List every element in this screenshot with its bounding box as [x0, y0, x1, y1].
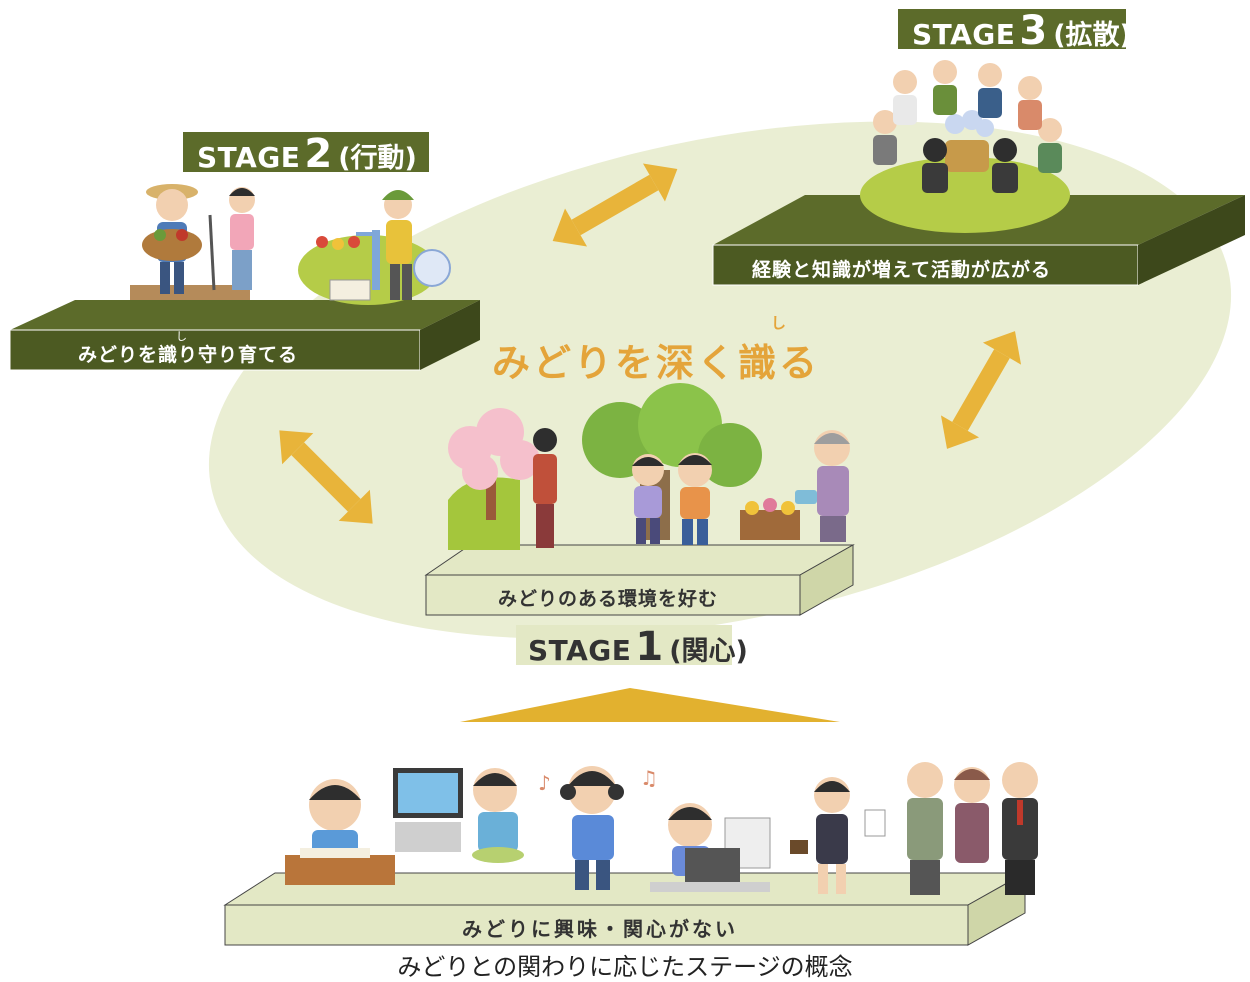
stage-word: STAGE: [528, 634, 632, 667]
gaming-boy-icon: [393, 768, 524, 863]
stage3-platform-text: 経験と知識が増えて活動が広がる: [752, 259, 1052, 281]
center-ruby: し: [771, 314, 787, 332]
base-platform-text: みどりに興味・関心がない: [462, 917, 738, 941]
stage1-platform-text: みどりのある環境を好む: [498, 588, 719, 610]
stage-word: STAGE: [912, 18, 1016, 51]
stage-paren: (関心): [669, 636, 748, 667]
stage-number: 2: [304, 131, 333, 177]
stage-word: STAGE: [197, 141, 301, 174]
stage-paren: (行動): [338, 143, 417, 174]
stage2-ruby: し: [176, 330, 187, 343]
busy-woman-icon: [790, 777, 886, 894]
figure-caption: みどりとの関わりに応じたステージの概念: [397, 953, 853, 981]
svg-text:♫: ♫: [640, 766, 658, 790]
double-arrow-icon: [279, 430, 373, 524]
stage1-label: STAGE 1 (関心): [516, 624, 748, 670]
upward-triangle-icon: [460, 688, 840, 722]
discussion-group-icon: [860, 60, 1070, 233]
svg-text:♪: ♪: [538, 771, 551, 795]
elderly-group-icon: [907, 762, 1038, 895]
double-arrow-icon: [940, 331, 1022, 449]
music-boy-icon: ♪ ♫: [538, 766, 658, 890]
office-worker-icon: [650, 803, 771, 892]
center-phrase: みどりを深く識る: [492, 341, 821, 385]
stage-paren: (拡散): [1053, 20, 1132, 51]
studying-boy-icon: [285, 779, 395, 885]
farmers-icon: [130, 184, 255, 300]
stage1-platform: [424, 544, 855, 616]
stage-number: 1: [635, 624, 664, 670]
stage-number: 3: [1019, 8, 1048, 54]
stage2-platform: [9, 300, 480, 371]
double-arrow-icon: [552, 163, 678, 247]
gardener-icon: [298, 190, 451, 305]
stage2-platform-text: みどりを識り守り育てる: [78, 344, 299, 366]
cherry-tree-icon: [448, 408, 557, 550]
stage2-label: STAGE 2 (行動): [183, 131, 429, 177]
stage3-label: STAGE 3 (拡散): [898, 8, 1132, 54]
hiking-children-icon: [582, 383, 762, 545]
watering-elder-icon: [740, 430, 850, 542]
